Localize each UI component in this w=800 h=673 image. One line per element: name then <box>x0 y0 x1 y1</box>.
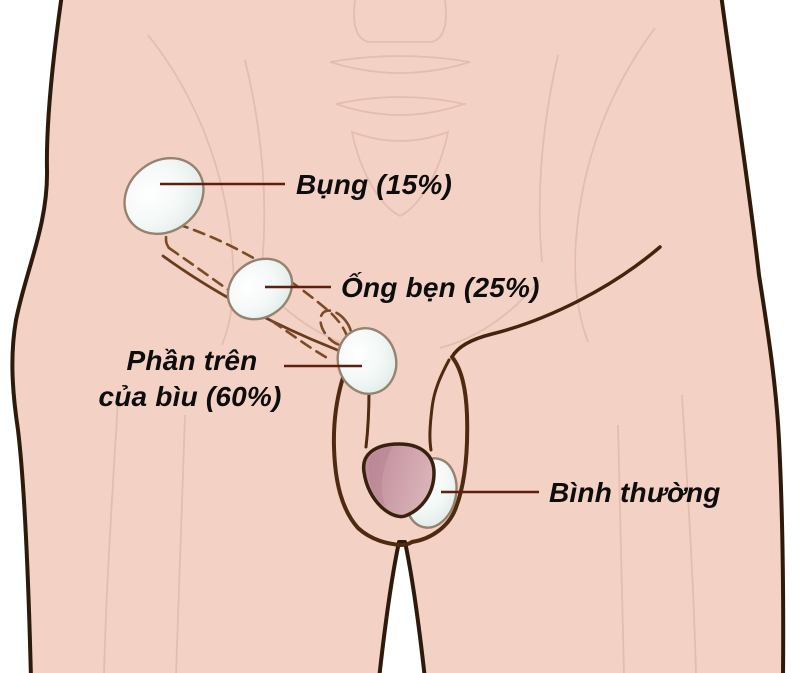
label-normal: Bình thường <box>549 477 721 508</box>
penis-glans <box>361 442 436 519</box>
label-upper-scrotum-line2: của bìu (60%) <box>98 381 281 412</box>
abdominal-testis <box>123 156 205 236</box>
label-abdomen: Bụng (15%) <box>296 169 452 200</box>
penis-shaft-left-line <box>364 388 371 449</box>
glans-shading <box>368 447 392 507</box>
right-inguinal-crease <box>450 245 662 359</box>
inguinal-canal-testis <box>226 257 294 321</box>
body-silhouette <box>10 0 786 673</box>
penis-shaft-right-line <box>428 358 451 452</box>
scrotum-outline <box>331 355 470 548</box>
label-inguinal-canal: Ống bẹn (25%) <box>341 271 540 303</box>
label-upper-scrotum-line1: Phần trên <box>127 345 258 376</box>
faint-pelvis-bone-lines <box>103 0 697 673</box>
upper-scrotal-testis <box>336 327 398 395</box>
